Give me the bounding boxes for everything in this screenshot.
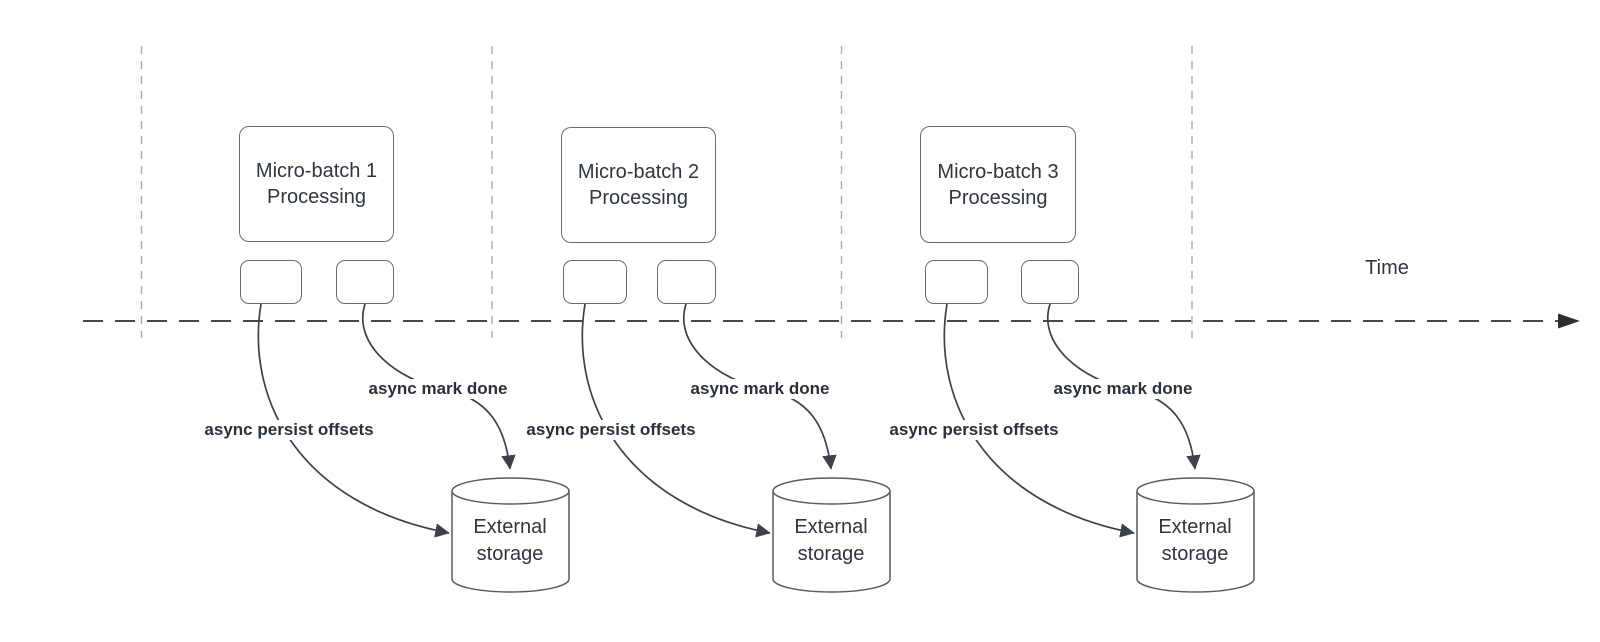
task-box-3-right xyxy=(1021,260,1079,304)
micro-batch-processing-label-1: Micro-batch 1 Processing xyxy=(255,160,378,208)
task-box-2-left xyxy=(563,260,627,304)
async-persist-offsets-arrow-2 xyxy=(581,303,771,538)
async-mark-done-label-1: async mark done xyxy=(366,379,510,399)
async-persist-offsets-label-2: async persist offsets xyxy=(524,420,698,440)
async-persist-offsets-arrow-1 xyxy=(257,303,450,538)
task-box-1-right xyxy=(336,260,394,304)
async-mark-done-label-2: async mark done xyxy=(688,379,832,399)
micro-batch-processing-label-3: Micro-batch 3 Processing xyxy=(937,160,1059,209)
micro-batch-processing-box-1: Micro-batch 1 Processing xyxy=(239,126,394,242)
external-storage-cylinder-3 xyxy=(1136,477,1255,593)
task-box-3-left xyxy=(925,260,988,304)
external-storage-cylinder-2 xyxy=(772,477,891,593)
external-storage-label-1: External storage xyxy=(473,516,547,565)
micro-batch-processing-box-2: Micro-batch 2 Processing xyxy=(561,127,716,243)
task-box-2-right xyxy=(657,260,716,304)
external-storage-label-2: External storage xyxy=(794,516,868,565)
async-persist-offsets-label-1: async persist offsets xyxy=(202,420,376,440)
task-box-1-left xyxy=(240,260,302,304)
time-axis-arrowhead-icon xyxy=(1558,313,1580,329)
time-axis-label: Time xyxy=(1365,257,1409,279)
external-storage-label-3: External storage xyxy=(1158,516,1232,565)
async-persist-offsets-arrow-3 xyxy=(943,303,1135,538)
micro-batch-processing-box-3: Micro-batch 3 Processing xyxy=(920,126,1076,243)
async-persist-offsets-label-3: async persist offsets xyxy=(887,420,1061,440)
micro-batch-processing-label-2: Micro-batch 2 Processing xyxy=(577,161,700,209)
external-storage-cylinder-1 xyxy=(451,477,570,593)
async-mark-done-label-3: async mark done xyxy=(1051,379,1195,399)
